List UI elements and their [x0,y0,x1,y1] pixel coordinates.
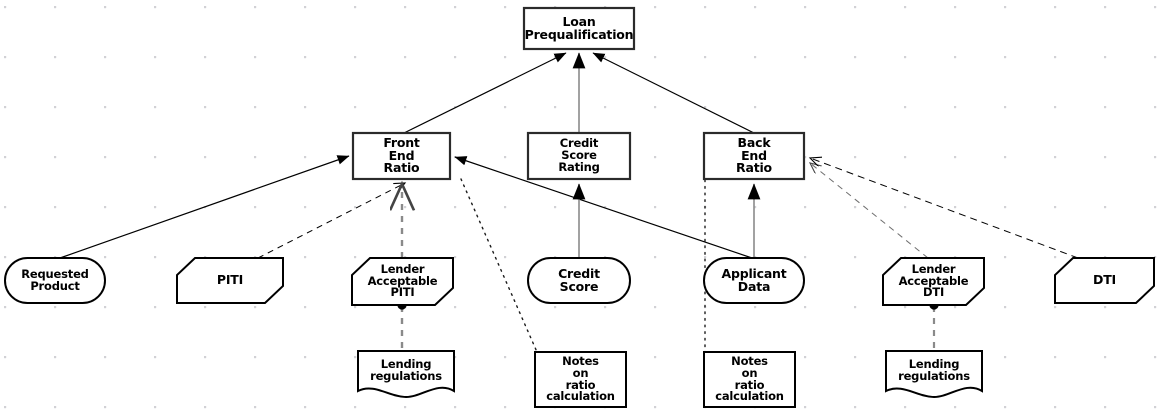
edge-back-to-loan [592,52,755,134]
node-piti-shape[interactable] [176,257,284,304]
node-back-end-ratio-shape[interactable] [702,131,806,181]
edge-piti-to-front [257,183,405,259]
node-notes-ratio-right-shape[interactable] [703,351,796,408]
node-dti-shape[interactable] [1054,257,1155,304]
node-lending-regulations-left-shape[interactable] [357,350,455,399]
edge-applicant-to-front [454,156,753,259]
edge-front-to-loan [403,52,567,134]
node-applicant-data-shape[interactable] [703,257,805,304]
node-loan-prequalification-shape[interactable] [522,6,636,51]
edge-lenderdti-to-back [810,163,929,259]
node-front-end-ratio-shape[interactable] [351,131,452,181]
node-lender-acceptable-piti-shape[interactable] [351,257,454,306]
edge-requested-to-front [59,155,350,259]
edge-dti-to-back [810,158,1079,259]
node-lending-regulations-right-shape[interactable] [885,350,983,399]
node-lender-acceptable-dti-shape[interactable] [882,257,985,306]
node-notes-ratio-left-shape[interactable] [534,351,627,408]
edge-group [59,52,1079,353]
node-requested-product-shape[interactable] [4,257,106,304]
edge-front-to-notes [460,178,538,353]
node-credit-score-shape[interactable] [527,257,631,304]
node-credit-score-rating-shape[interactable] [526,131,632,181]
node-shapes-layer [4,6,1155,408]
